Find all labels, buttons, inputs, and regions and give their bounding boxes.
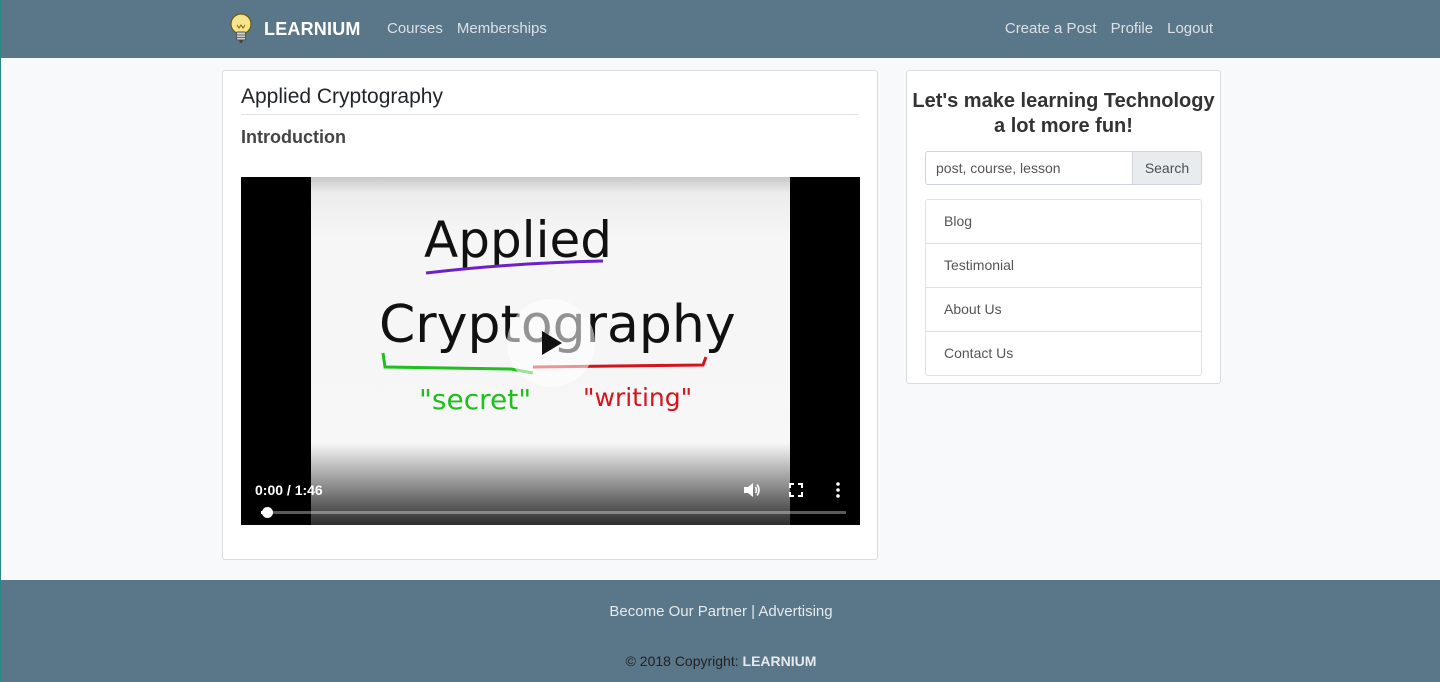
sidebar-item-contact-us[interactable]: Contact Us: [926, 331, 1201, 375]
footer-separator: |: [751, 603, 756, 620]
video-progress-knob[interactable]: [261, 507, 273, 518]
video-player[interactable]: Applied Cryptography "secret" "writing" …: [241, 177, 860, 525]
nav-profile-link[interactable]: Profile: [1110, 20, 1154, 37]
thumb-line1: Applied: [424, 211, 612, 269]
fullscreen-icon[interactable]: [786, 480, 806, 500]
top-navbar: LEARNIUM Courses Memberships Create a Po…: [1, 0, 1440, 58]
video-controls: [241, 443, 860, 525]
lightbulb-icon: [230, 13, 252, 43]
search-button[interactable]: Search: [1132, 151, 1202, 185]
footer-advertising-link[interactable]: Advertising: [758, 603, 833, 620]
copyright-brand: LEARNIUM: [742, 653, 817, 669]
video-progress-bar[interactable]: [261, 507, 846, 518]
volume-icon[interactable]: [742, 480, 762, 500]
brand-name: LEARNIUM: [264, 18, 361, 39]
copyright: © 2018 Copyright: LEARNIUM: [1, 653, 1440, 669]
play-icon: [542, 331, 562, 355]
video-time: 0:00 / 1:46: [255, 482, 323, 498]
sidebar-card: Let's make learning Technology a lot mor…: [906, 70, 1221, 384]
sidebar-item-testimonial[interactable]: Testimonial: [926, 243, 1201, 287]
play-button[interactable]: [507, 299, 595, 387]
thumb-right-caption: "writing": [583, 383, 692, 412]
sidebar-item-blog[interactable]: Blog: [944, 213, 973, 229]
nav-courses-link[interactable]: Courses: [387, 20, 443, 37]
more-vertical-icon[interactable]: [828, 480, 848, 500]
brand-link[interactable]: LEARNIUM: [229, 12, 361, 46]
nav-create-post-link[interactable]: Create a Post: [1004, 20, 1097, 37]
thumb-left-caption: "secret": [419, 383, 531, 416]
footer-partner-link[interactable]: Become Our Partner: [609, 603, 747, 620]
sidebar-tagline: Let's make learning Technology a lot mor…: [912, 90, 1215, 137]
footer: Become Our Partner | Advertising © 2018 …: [1, 580, 1440, 682]
course-title: Applied Cryptography: [241, 85, 859, 115]
sidebar-menu: Blog Testimonial About Us Contact Us: [925, 199, 1202, 376]
nav-logout-link[interactable]: Logout: [1167, 20, 1213, 37]
copyright-prefix: © 2018 Copyright:: [625, 653, 739, 669]
nav-memberships-link[interactable]: Memberships: [456, 20, 547, 37]
sidebar-item-about-us[interactable]: About Us: [926, 287, 1201, 331]
lesson-card: Applied Cryptography Introduction Applie…: [222, 70, 878, 560]
nav-right: Create a Post Profile Logout: [1005, 20, 1213, 37]
nav-left: Courses Memberships: [387, 20, 547, 37]
footer-links: Become Our Partner | Advertising: [1, 603, 1440, 620]
lesson-title: Introduction: [241, 127, 346, 147]
search-input[interactable]: [925, 151, 1133, 185]
